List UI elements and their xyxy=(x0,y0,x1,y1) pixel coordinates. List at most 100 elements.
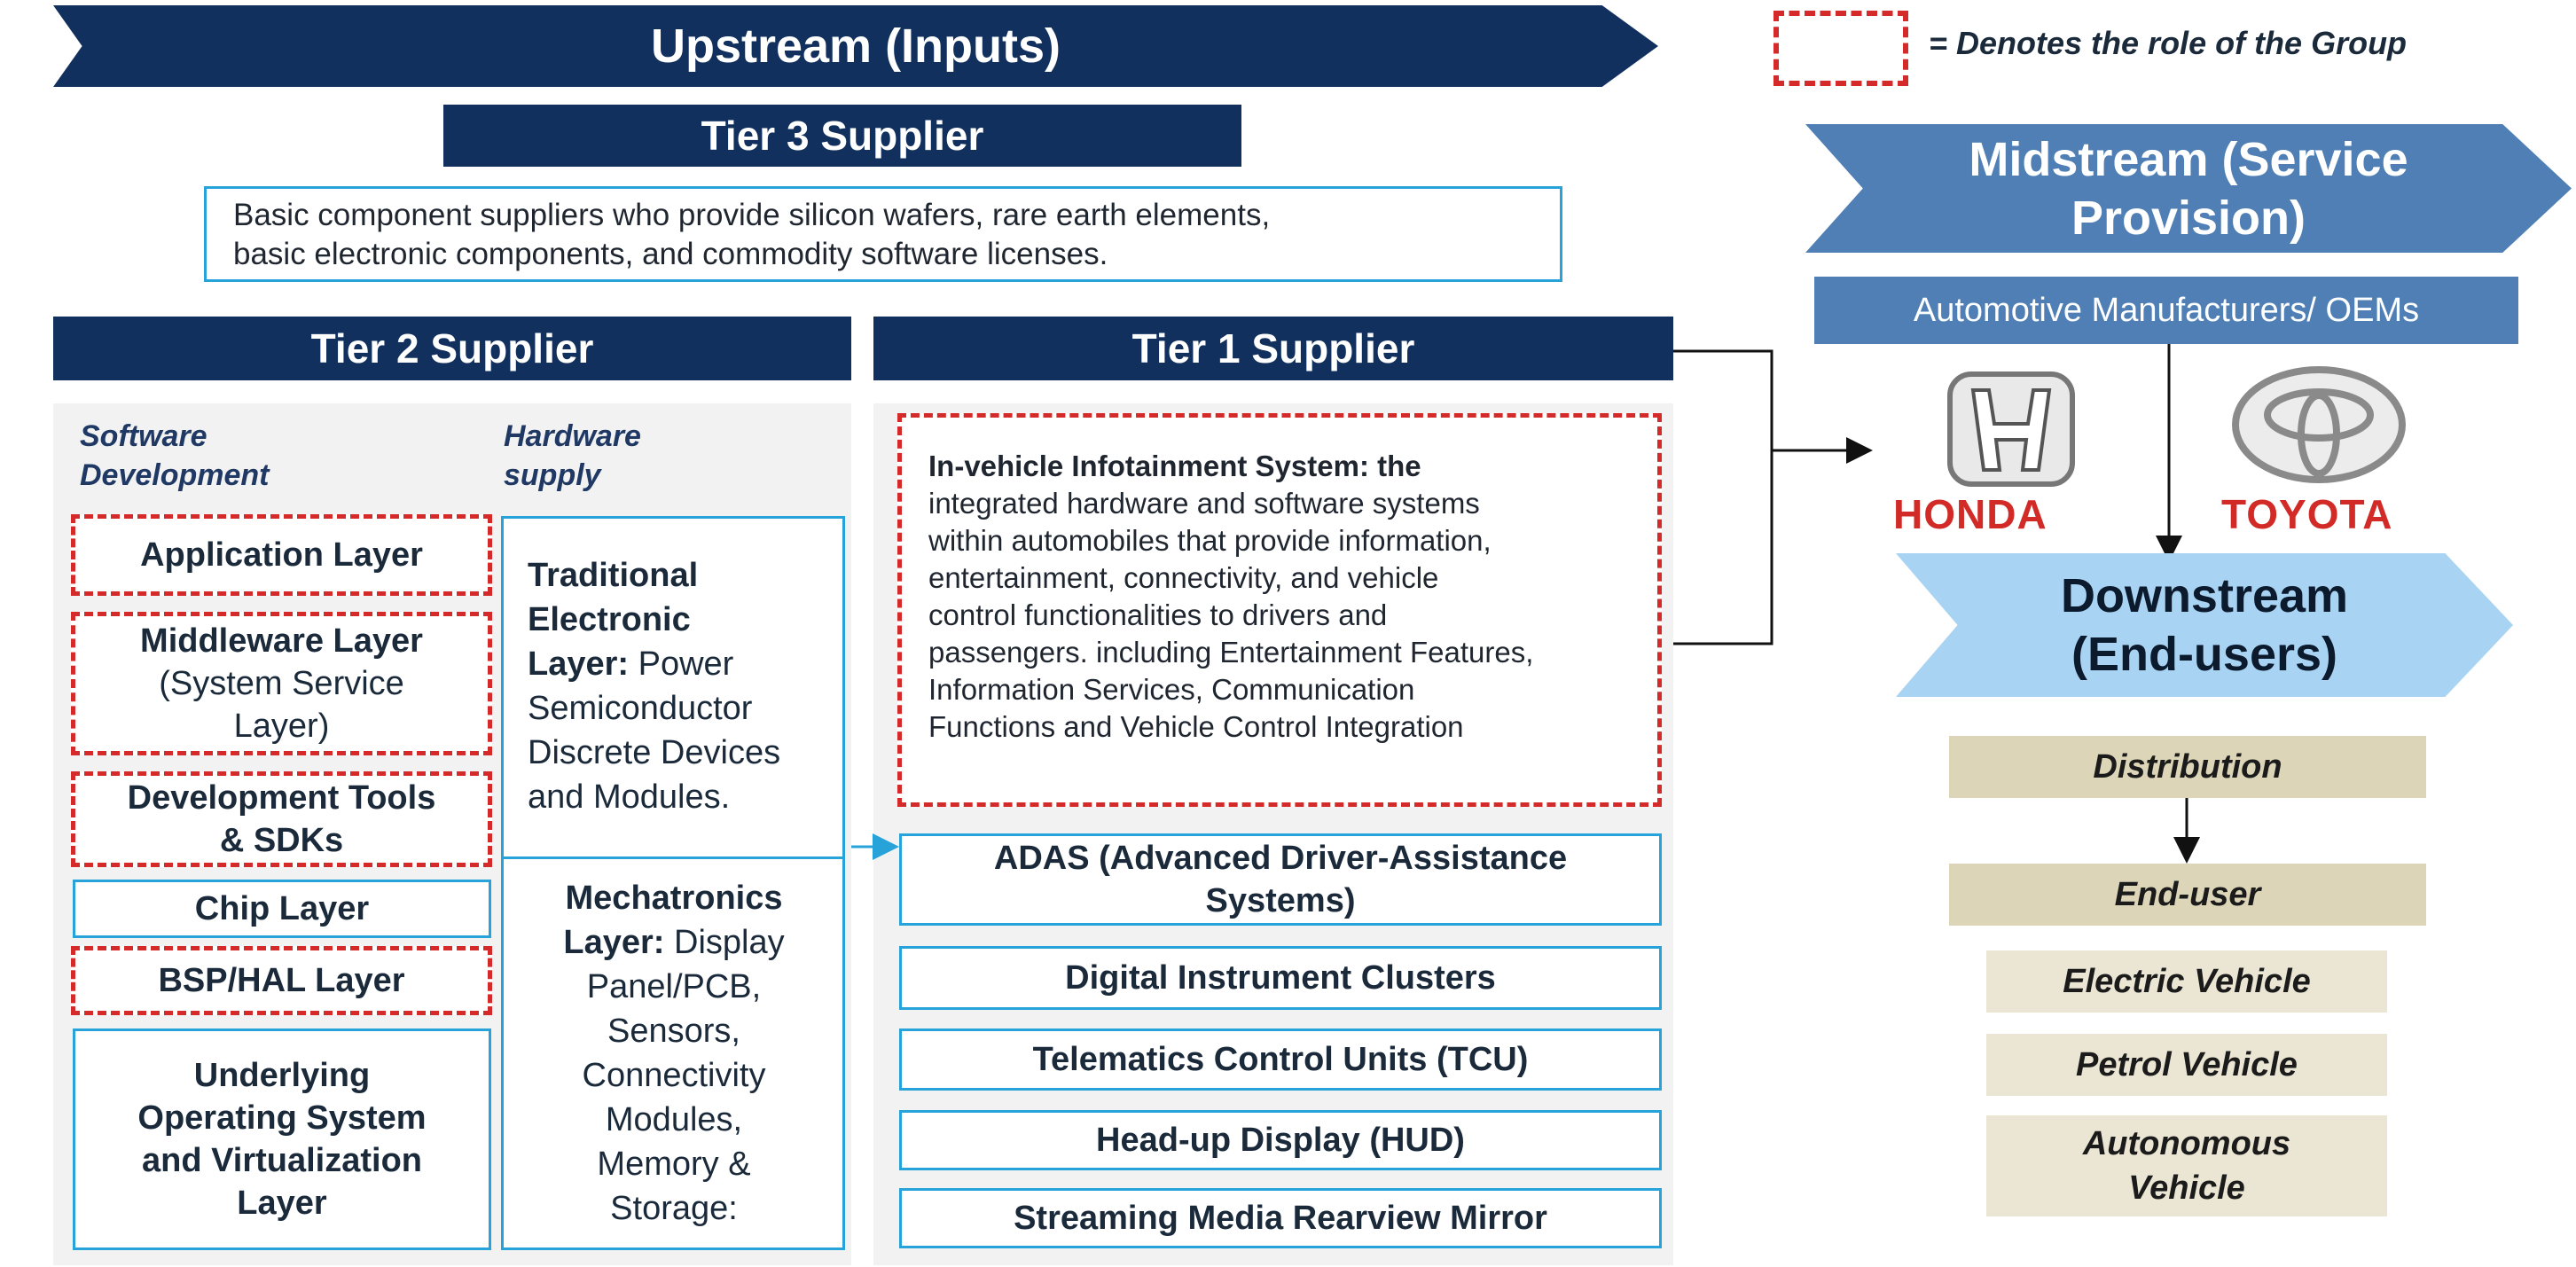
infotainment-line: passengers. including Entertainment Feat… xyxy=(928,636,1534,669)
tier2-title: Tier 2 Supplier xyxy=(310,325,594,371)
mechatronics-title-line: Mechatronics xyxy=(565,880,783,917)
development-tools-line: Development Tools xyxy=(127,779,436,817)
mechatronics-desc-line: Memory & xyxy=(597,1146,751,1183)
infotainment-line: In-vehicle Infotainment System: the xyxy=(928,448,1631,485)
application-layer-box: Application Layer xyxy=(71,514,492,596)
infotainment-line: within automobiles that provide informat… xyxy=(928,524,1492,557)
midstream-banner: Midstream (Service Provision) xyxy=(1805,124,2572,253)
traditional-desc-line: and Modules. xyxy=(528,778,731,816)
underlying-os-box: Underlying Operating System and Virtuali… xyxy=(73,1028,491,1250)
bsp-hal-layer-label: BSP/HAL Layer xyxy=(158,962,405,999)
petrol-vehicle-label: Petrol Vehicle xyxy=(2076,1046,2298,1083)
legend-dashed-box xyxy=(1773,11,1908,86)
rearview-mirror-label: Streaming Media Rearview Mirror xyxy=(1014,1200,1547,1237)
oem-banner: Automotive Manufacturers/ OEMs xyxy=(1814,277,2518,344)
tier3-desc-line2: basic electronic components, and commodi… xyxy=(233,237,1108,271)
downstream-banner: Downstream (End-users) xyxy=(1896,553,2513,697)
tier3-description: Basic component suppliers who provide si… xyxy=(204,186,1562,282)
traditional-title-line: Electronic xyxy=(528,601,691,638)
telematics-label: Telematics Control Units (TCU) xyxy=(1032,1041,1529,1078)
mechatronics-layer: Mechatronics Layer: Display Panel/PCB, S… xyxy=(505,876,842,1231)
underlying-os-line: Underlying xyxy=(193,1057,371,1094)
downstream-title-line: (End-users) xyxy=(2071,628,2338,681)
mechatronics-desc-line: Display xyxy=(664,924,785,961)
application-layer-label: Application Layer xyxy=(140,536,423,574)
upstream-title: Upstream (Inputs) xyxy=(650,20,1061,73)
legend-text: = Denotes the role of the Group xyxy=(1929,25,2408,61)
hardware-supply-box xyxy=(501,516,845,1250)
tier3-title: Tier 3 Supplier xyxy=(701,113,984,159)
infotainment-line: integrated hardware and software systems xyxy=(928,487,1480,520)
tier1-title: Tier 1 Supplier xyxy=(1131,325,1415,371)
mechatronics-desc-line: Modules, xyxy=(605,1101,743,1138)
hud-box: Head-up Display (HUD) xyxy=(899,1110,1662,1170)
chip-layer-box: Chip Layer xyxy=(73,880,491,938)
electric-vehicle-label: Electric Vehicle xyxy=(2063,963,2311,1000)
tier1-to-midstream-connector xyxy=(1673,349,1773,645)
digital-instrument-clusters-label: Digital Instrument Clusters xyxy=(1065,959,1496,997)
chip-layer-label: Chip Layer xyxy=(194,890,370,927)
underlying-os-line: Layer xyxy=(237,1185,327,1222)
oem-label: Automotive Manufacturers/ OEMs xyxy=(1913,291,2420,329)
traditional-desc-line: Semiconductor xyxy=(528,690,753,727)
end-user-box: End-user xyxy=(1949,864,2426,926)
software-heading-line: Software xyxy=(80,419,207,453)
infotainment-line: Functions and Vehicle Control Integratio… xyxy=(928,710,1464,743)
underlying-os-line: and Virtualization xyxy=(141,1142,422,1179)
bsp-hal-layer-box: BSP/HAL Layer xyxy=(71,946,492,1015)
adas-box: ADAS (Advanced Driver-Assistance Systems… xyxy=(899,833,1662,926)
middleware-layer-box: Middleware Layer (System Service Layer) xyxy=(71,612,492,755)
distribution-box: Distribution xyxy=(1949,736,2426,798)
traditional-desc-line: Power xyxy=(629,645,734,683)
tier2-header: Tier 2 Supplier xyxy=(53,317,851,380)
autonomous-vehicle-box: Autonomous Vehicle xyxy=(1986,1115,2387,1216)
traditional-title-line: Traditional xyxy=(528,557,699,594)
infotainment-line: Information Services, Communication xyxy=(928,673,1415,706)
traditional-title-line: Layer: xyxy=(528,645,630,683)
midstream-title-line: Provision) xyxy=(2071,191,2306,245)
toyota-brand-text: TOYOTA xyxy=(2221,491,2393,537)
midstream-title-line: Midstream (Service xyxy=(1969,132,2408,186)
middleware-layer-sub: Layer) xyxy=(233,708,330,745)
autonomous-vehicle-line: Autonomous xyxy=(2082,1125,2291,1162)
software-development-heading: Software Development xyxy=(80,417,270,495)
tier3-desc-line1: Basic component suppliers who provide si… xyxy=(233,198,1271,232)
autonomous-vehicle-line: Vehicle xyxy=(2128,1169,2245,1207)
adas-line: Systems) xyxy=(1205,882,1356,919)
distribution-label: Distribution xyxy=(2093,748,2282,786)
infotainment-line: entertainment, connectivity, and vehicle xyxy=(928,561,1439,594)
hardware-heading-line: Hardware xyxy=(504,419,641,453)
telematics-box: Telematics Control Units (TCU) xyxy=(899,1028,1662,1091)
hardware-heading-line: supply xyxy=(504,458,601,492)
mechatronics-desc-line: Storage: xyxy=(610,1190,738,1227)
hardware-divider xyxy=(501,856,845,859)
hardware-supply-heading: Hardware supply xyxy=(504,417,641,495)
middleware-layer-sub: (System Service xyxy=(159,665,404,702)
honda-logo-icon xyxy=(1947,371,2075,487)
rearview-mirror-box: Streaming Media Rearview Mirror xyxy=(899,1188,1662,1248)
honda-brand-text: HONDA xyxy=(1893,491,2047,537)
toyota-logo-icon xyxy=(2232,366,2406,483)
digital-instrument-clusters-box: Digital Instrument Clusters xyxy=(899,946,1662,1010)
infotainment-title: In-vehicle Infotainment System: xyxy=(928,450,1369,482)
infotainment-system-box: In-vehicle Infotainment System: the inte… xyxy=(897,413,1662,807)
software-heading-line: Development xyxy=(80,458,270,492)
downstream-title-line: Downstream xyxy=(2060,569,2349,622)
end-user-label: End-user xyxy=(2114,876,2261,913)
underlying-os-line: Operating System xyxy=(137,1099,427,1137)
mechatronics-desc-line: Sensors, xyxy=(607,1013,740,1050)
hud-label: Head-up Display (HUD) xyxy=(1096,1122,1465,1159)
infotainment-line: control functionalities to drivers and xyxy=(928,598,1388,631)
mechatronics-desc-line: Panel/PCB, xyxy=(586,968,762,1005)
petrol-vehicle-box: Petrol Vehicle xyxy=(1986,1034,2387,1096)
tier1-header: Tier 1 Supplier xyxy=(873,317,1673,380)
upstream-banner: Upstream (Inputs) xyxy=(53,5,1658,87)
traditional-electronic-layer: Traditional Electronic Layer: Power Semi… xyxy=(528,553,829,819)
tier3-header: Tier 3 Supplier xyxy=(443,105,1241,167)
mechatronics-title-line: Layer: xyxy=(563,924,665,961)
middleware-layer-title: Middleware Layer xyxy=(140,622,423,660)
adas-line: ADAS (Advanced Driver-Assistance xyxy=(993,840,1568,877)
traditional-desc-line: Discrete Devices xyxy=(528,734,781,771)
infotainment-title-tail: the xyxy=(1368,450,1421,482)
